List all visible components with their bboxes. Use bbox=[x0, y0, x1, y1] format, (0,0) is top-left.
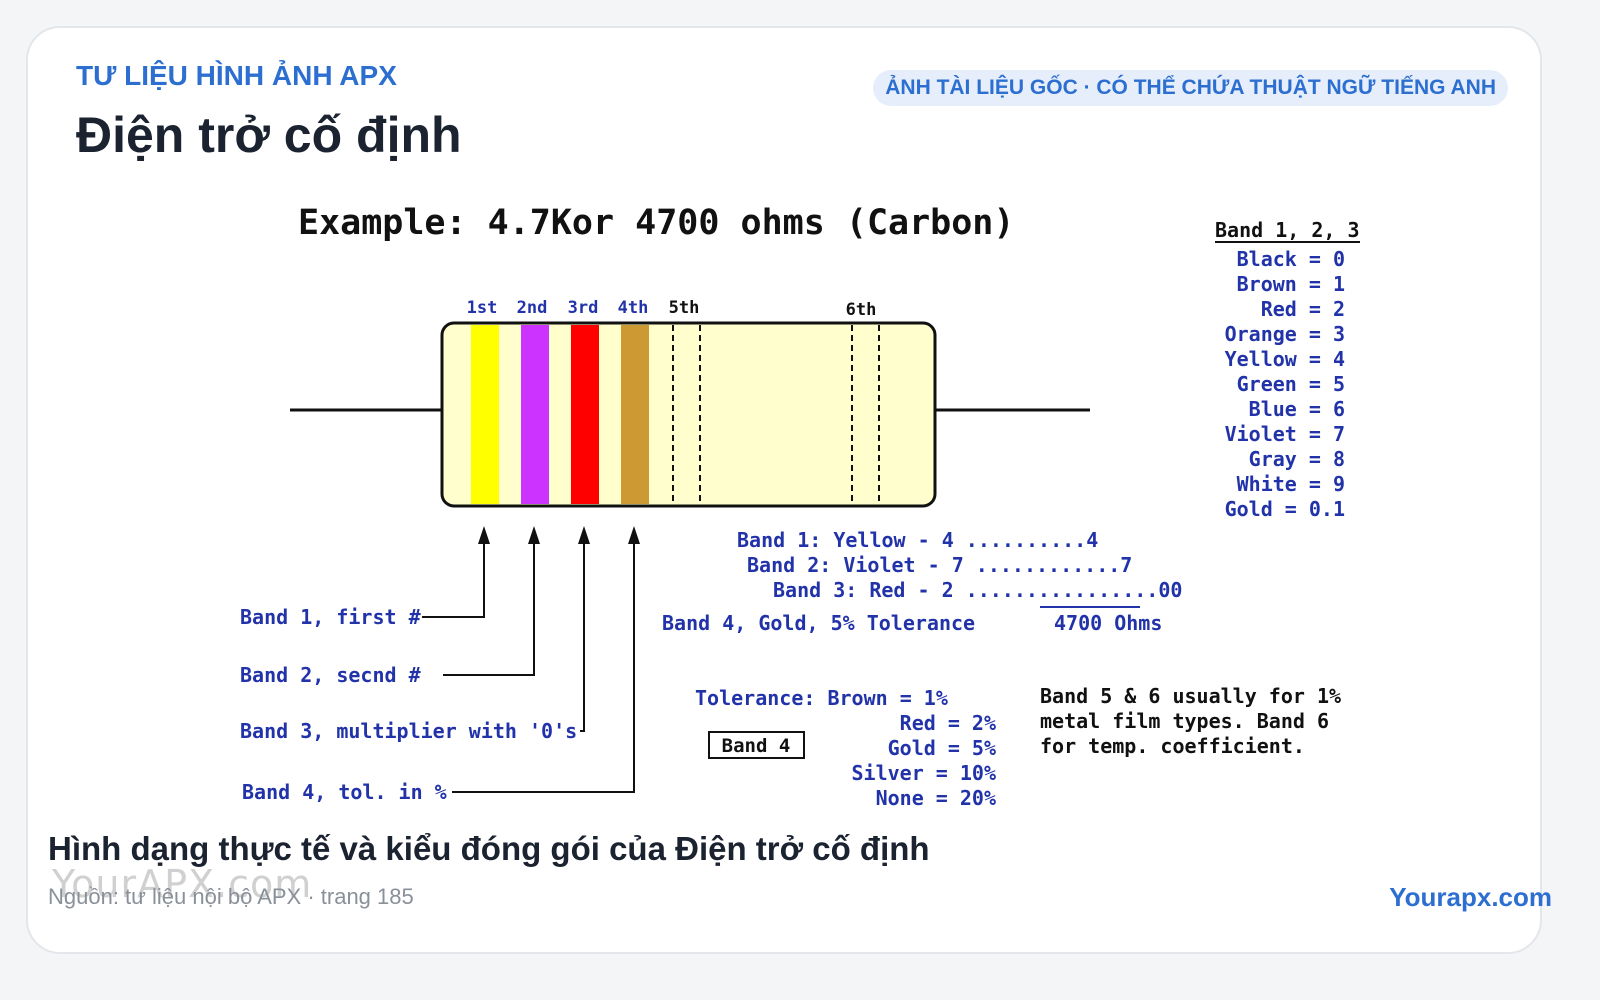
legend-row: Blue = 6 bbox=[1249, 397, 1345, 421]
tolerance-line-1: Tolerance: Brown = 1% bbox=[695, 686, 948, 710]
arrowhead-4 bbox=[628, 526, 640, 544]
band-4-gold bbox=[621, 325, 649, 504]
legend-row: White = 9 bbox=[1237, 472, 1345, 496]
calc-result: 4700 Ohms bbox=[1054, 611, 1162, 635]
callout-line-3 bbox=[580, 538, 585, 732]
callout-band-1: Band 1, first # bbox=[240, 605, 421, 629]
pos-label-2: 2nd bbox=[517, 298, 548, 318]
note-line-2: metal film types. Band 6 bbox=[1040, 709, 1329, 733]
tolerance-line-3: Gold = 5% bbox=[888, 736, 996, 760]
legend-title: Band 1, 2, 3 bbox=[1215, 218, 1360, 242]
callout-line-1 bbox=[422, 538, 485, 618]
figure-caption: Hình dạng thực tế và kiểu đóng gói của Đ… bbox=[48, 830, 930, 867]
page-title: Điện trở cố định bbox=[76, 107, 462, 163]
resistor-body bbox=[440, 321, 937, 508]
callout-band-3: Band 3, multiplier with '0's bbox=[240, 719, 577, 743]
calc-line-2: Band 2: Violet - 7 ............7 bbox=[747, 553, 1132, 577]
band-position-labels: 1st 2nd 3rd 4th 5th 6th bbox=[467, 298, 877, 320]
calc-line-3: Band 3: Red - 2 ................00 bbox=[773, 578, 1182, 602]
pos-label-6: 6th bbox=[846, 300, 877, 320]
band-4-box bbox=[708, 731, 805, 759]
legend-row: Orange = 3 bbox=[1225, 322, 1345, 346]
band-3-red bbox=[571, 325, 599, 504]
legend-row: Black = 0 bbox=[1237, 247, 1345, 271]
source-note: Nguồn: tư liệu nội bộ APX · trang 185 bbox=[48, 884, 414, 909]
content-card: TƯ LIỆU HÌNH ẢNH APX Điện trở cố định ẢN… bbox=[26, 26, 1542, 954]
note-line-1: Band 5 & 6 usually for 1% bbox=[1040, 684, 1341, 708]
callout-band-2: Band 2, secnd # bbox=[240, 663, 421, 687]
note-line-3: for temp. coefficient. bbox=[1040, 734, 1305, 758]
callout-line-2 bbox=[443, 538, 535, 676]
arrowhead-3 bbox=[578, 526, 590, 544]
callout-band-4: Band 4, tol. in % bbox=[242, 780, 447, 804]
calculation-block: Band 1: Yellow - 4 ..........4 Band 2: V… bbox=[662, 528, 1182, 635]
tolerance-line-2: Red = 2% bbox=[900, 711, 996, 735]
callout-lines bbox=[422, 538, 635, 793]
callout-labels: Band 1, first # Band 2, secnd # Band 3, … bbox=[240, 605, 577, 804]
tolerance-line-4: Silver = 10% bbox=[852, 761, 997, 785]
tolerance-line-5: None = 20% bbox=[876, 786, 996, 810]
source-badge: ẢNH TÀI LIỆU GỐC · CÓ THỂ CHỨA THUẬT NGỮ… bbox=[873, 70, 1508, 106]
legend-row: Gray = 8 bbox=[1249, 447, 1345, 471]
pos-label-5: 5th bbox=[669, 298, 700, 318]
band-4-box-label: Band 4 bbox=[722, 735, 791, 757]
calc-band-4: Band 4, Gold, 5% Tolerance bbox=[662, 611, 975, 635]
arrowhead-2 bbox=[528, 526, 540, 544]
band-2-violet bbox=[521, 325, 549, 504]
legend-row: Red = 2 bbox=[1261, 297, 1345, 321]
calc-line-1: Band 1: Yellow - 4 ..........4 bbox=[737, 528, 1098, 552]
legend-row: Gold = 0.1 bbox=[1225, 497, 1345, 521]
pos-label-3: 3rd bbox=[568, 298, 599, 318]
watermark: YourAPX.com bbox=[52, 862, 313, 906]
legend-row: Yellow = 4 bbox=[1225, 347, 1345, 371]
tolerance-block: Tolerance: Brown = 1% Red = 2% Gold = 5%… bbox=[695, 686, 996, 810]
callout-line-4 bbox=[452, 538, 635, 793]
arrowhead-1 bbox=[478, 526, 490, 544]
pos-label-4: 4th bbox=[618, 298, 649, 318]
callout-arrowheads bbox=[478, 526, 640, 544]
legend-row: Brown = 1 bbox=[1237, 272, 1345, 296]
pos-label-1: 1st bbox=[467, 298, 498, 318]
band-1-yellow bbox=[471, 325, 499, 504]
legend-row: Green = 5 bbox=[1237, 372, 1345, 396]
note-block: Band 5 & 6 usually for 1% metal film typ… bbox=[1040, 684, 1341, 758]
site-link[interactable]: Yourapx.com bbox=[1389, 882, 1552, 912]
legend-row: Violet = 7 bbox=[1225, 422, 1345, 446]
eyebrow-label: TƯ LIỆU HÌNH ẢNH APX bbox=[76, 60, 397, 91]
diagram-heading: Example: 4.7Kor 4700 ohms (Carbon) bbox=[298, 203, 1014, 243]
